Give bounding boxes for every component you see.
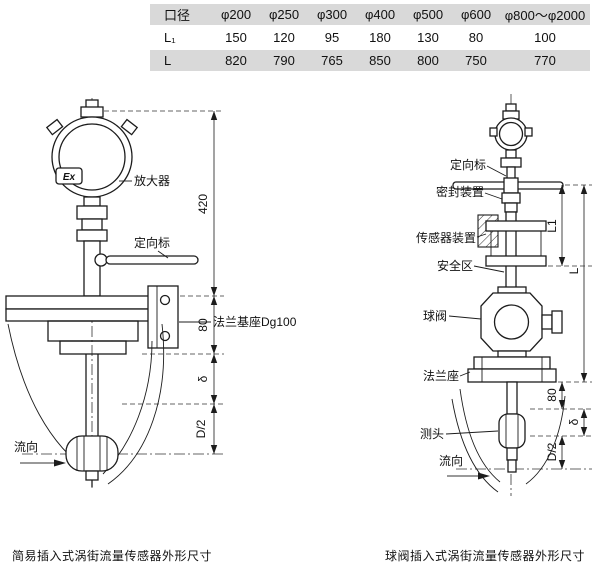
clamp-bolt (159, 330, 171, 342)
clamp-bolt (159, 294, 171, 306)
diameter-cell: φ800～φ2000 (500, 4, 590, 25)
dim-80: 80 (545, 388, 559, 402)
l-cell: 765 (308, 50, 356, 71)
l1-cell: 130 (417, 30, 439, 45)
l1-cell: 100 (534, 30, 556, 45)
size-table: 口径 φ200 φ250 φ300 φ400 φ500 φ600 φ800～φ2… (150, 2, 590, 73)
dimension-lines: 420 80 δ D/2 (104, 110, 224, 454)
l-cell: 790 (260, 50, 308, 71)
diameter-cell: φ300 (308, 4, 356, 25)
ball-valve (480, 286, 563, 358)
orientation-handle (94, 253, 199, 267)
flow-label: 流向 (439, 453, 463, 468)
probe-stem (85, 354, 99, 436)
pipe-cutaway (451, 388, 566, 493)
valve-stub (541, 314, 553, 330)
ex-badge (55, 167, 83, 185)
left-drawing-simple-insertion: Ex (5, 98, 297, 488)
table-row-l1: L₁ 150 120 95 180 130 80 100 (150, 27, 590, 48)
l1-cell: 120 (273, 30, 295, 45)
l-cell: 750 (452, 50, 500, 71)
l-cell: 770 (500, 50, 590, 71)
flange-seat (467, 356, 557, 383)
sensor-body (65, 435, 119, 487)
probe-label: 测头 (420, 427, 444, 441)
callouts: 放大器 定向标 法兰基座Dg100 流向 (14, 173, 297, 467)
diameter-cell: φ600 (452, 4, 500, 25)
bolt-right (120, 118, 139, 136)
valve-handle-end (551, 310, 563, 334)
safety-zone-label: 安全区 (437, 258, 473, 273)
dim-delta: δ (567, 418, 581, 425)
right-caption: 球阀插入式涡街流量传感器外形尺寸 (385, 549, 586, 563)
bolt-left (45, 118, 64, 136)
orientation-handle (452, 177, 564, 194)
flow-label: 流向 (14, 439, 38, 454)
l-row-label: L (150, 50, 212, 71)
table-row-l: L 820 790 765 850 800 750 770 (150, 50, 590, 71)
left-caption: 简易插入式涡街流量传感器外形尺寸 (12, 549, 213, 563)
diameter-cell: φ500 (404, 4, 452, 25)
dim-l: L (567, 267, 581, 274)
l1-cell: 95 (324, 30, 340, 45)
callouts: 定向标 密封装置 传感器装置 安全区 球阀 法兰座 测头 流向 (416, 157, 507, 480)
dim-l1: L1 (545, 219, 559, 233)
diameter-cell: φ250 (260, 4, 308, 25)
probe (498, 381, 526, 473)
flow-arrowhead (478, 472, 490, 480)
l1-cell: 80 (468, 30, 484, 45)
ball-valve-label: 球阀 (423, 309, 447, 323)
l1-row-label: L₁ (164, 30, 176, 45)
sensor-assembly (477, 211, 547, 293)
ex-mark: Ex (63, 172, 76, 183)
l-cell: 800 (404, 50, 452, 71)
indicator-head (489, 103, 533, 180)
pipe-wall-outer (107, 323, 165, 485)
right-drawing-ball-valve-insertion: 定向标 密封装置 传感器装置 安全区 球阀 法兰座 测头 流向 (416, 94, 592, 496)
l1-cell: 180 (369, 30, 391, 45)
orientation-label: 定向标 (450, 157, 486, 172)
dim-half-d: D/2 (545, 442, 559, 461)
flange-seat-label: 法兰座 (423, 368, 459, 383)
diameter-col-header: 口径 (150, 4, 212, 25)
orientation-label: 定向标 (134, 235, 170, 250)
amplifier-label: 放大器 (134, 173, 170, 188)
l-cell: 820 (212, 50, 260, 71)
sensor-device-label: 传感器装置 (416, 230, 476, 245)
flow-arrowhead (54, 459, 66, 467)
flange-base-label: 法兰基座Dg100 (213, 314, 297, 329)
diameter-cell: φ200 (212, 4, 260, 25)
l-cell: 850 (356, 50, 404, 71)
amplifier-head: Ex (45, 99, 139, 198)
table-row-diameter: 口径 φ200 φ250 φ300 φ400 φ500 φ600 φ800～φ2… (150, 4, 590, 25)
diameter-cell: φ400 (356, 4, 404, 25)
neck-stack (76, 196, 108, 297)
dimension-lines: L1 L 80 δ D/2 (530, 184, 592, 469)
dim-delta: δ (196, 375, 210, 382)
dim-half-d: D/2 (194, 419, 208, 438)
seal-assembly (501, 192, 521, 213)
l1-cell: 150 (225, 30, 247, 45)
dim-420: 420 (196, 194, 210, 214)
dim-80: 80 (196, 318, 210, 332)
seal-label: 密封装置 (436, 184, 484, 199)
